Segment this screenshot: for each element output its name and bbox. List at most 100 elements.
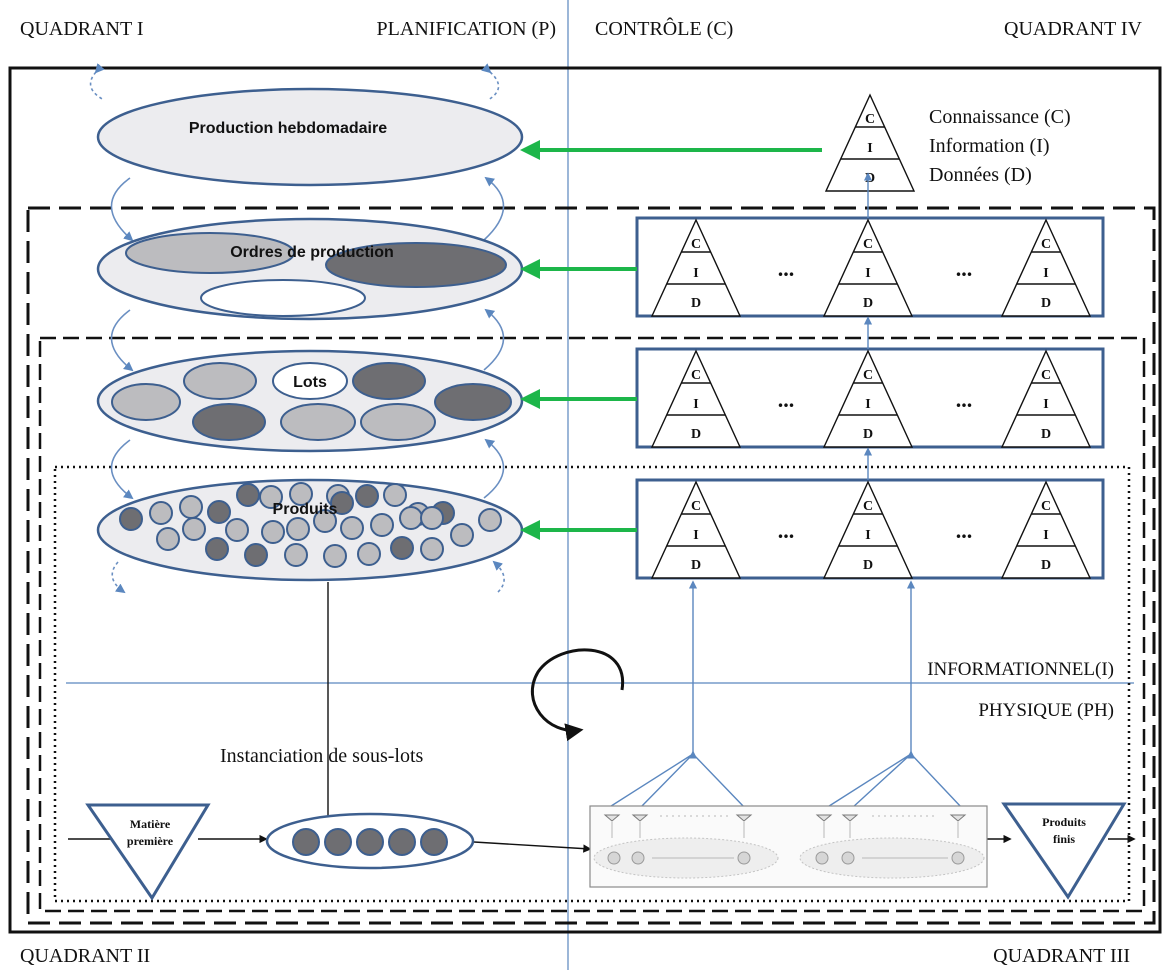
pyramid-letter: D xyxy=(691,427,701,442)
product-dot xyxy=(355,484,379,508)
cid-pyramid: CID xyxy=(651,350,741,448)
pyramid-letter: I xyxy=(1043,266,1048,281)
sub-lot-product xyxy=(324,828,352,856)
pyramid-letter: I xyxy=(1043,528,1048,543)
green-arrows xyxy=(520,140,822,540)
pyramid-letter: I xyxy=(865,397,870,412)
controle-label: CONTRÔLE (C) xyxy=(595,16,733,40)
pyramid-letter: C xyxy=(863,368,873,383)
product-dot xyxy=(383,483,407,507)
product-dot xyxy=(420,506,444,530)
product-dot xyxy=(390,536,414,560)
cid-pyramid: CID xyxy=(651,219,741,317)
product-dot xyxy=(289,482,313,506)
ellipsis: ... xyxy=(778,387,795,412)
sub-lot-product xyxy=(356,828,384,856)
aggregation-arrows xyxy=(607,172,963,809)
informationnel-label: INFORMATIONNEL(I) xyxy=(927,659,1114,680)
order-item xyxy=(325,242,507,288)
order-item xyxy=(125,232,295,274)
finished-products-label: Produits xyxy=(1042,815,1086,829)
product-dot xyxy=(357,542,381,566)
ellipsis: ... xyxy=(956,256,973,281)
product-dot xyxy=(182,517,206,541)
lot-item xyxy=(183,362,257,400)
finished-products-triangle xyxy=(1001,802,1127,900)
products-frame xyxy=(53,465,1131,903)
product-dot xyxy=(149,501,173,525)
lots-frame xyxy=(38,336,1146,913)
cid-pyramid: CID xyxy=(1001,350,1091,448)
pyramid-letter: D xyxy=(863,296,873,311)
pyramid-letter: D xyxy=(865,171,875,186)
pyramid-letter: D xyxy=(1041,296,1051,311)
cid-pyramid: CID xyxy=(823,481,913,579)
outer-frame xyxy=(8,66,1162,934)
order-item xyxy=(200,279,366,317)
production-line-image xyxy=(589,805,988,888)
products-label: Produits xyxy=(273,501,338,518)
pyramid-letter: D xyxy=(691,296,701,311)
pyramid-letter: I xyxy=(865,528,870,543)
pyramid-letter: C xyxy=(691,237,701,252)
product-dot xyxy=(244,543,268,567)
pyramid-letter: C xyxy=(1041,237,1051,252)
legend-information: Information (I) xyxy=(929,135,1050,157)
lot-item xyxy=(111,383,181,421)
product-dot xyxy=(450,523,474,547)
sub-lot-product xyxy=(388,828,416,856)
product-dot xyxy=(399,506,423,530)
product-dot xyxy=(156,527,180,551)
product-dot xyxy=(225,518,249,542)
ellipsis: ... xyxy=(778,256,795,281)
lot-items xyxy=(111,362,512,441)
pyramid-letter: D xyxy=(691,558,701,573)
pyramid-letter: C xyxy=(1041,499,1051,514)
cid-pyramid: CID xyxy=(823,350,913,448)
lot-item xyxy=(360,403,436,441)
product-dot xyxy=(236,483,260,507)
quadrant-iii-label: QUADRANT III xyxy=(993,945,1130,967)
ellipses: ... ... ... ... ... ... xyxy=(778,256,973,543)
product-dot xyxy=(205,537,229,561)
product-dot xyxy=(179,495,203,519)
raw-material-triangle xyxy=(85,803,211,901)
lot-item xyxy=(280,403,356,441)
sub-lot-products xyxy=(292,828,448,856)
level-links xyxy=(89,63,505,594)
instantiation-label: Instanciation de sous-lots xyxy=(220,745,424,767)
cid-pyramid: CID xyxy=(823,219,913,317)
product-dot xyxy=(323,544,347,568)
product-dot xyxy=(261,520,285,544)
product-dots xyxy=(119,482,502,568)
sub-lot-product xyxy=(292,828,320,856)
quadrant-ii-label: QUADRANT II xyxy=(20,945,150,967)
pyramid-letter: C xyxy=(691,499,701,514)
pyramid-letter: I xyxy=(693,397,698,412)
pyramid-letter: I xyxy=(1043,397,1048,412)
pyramid-letter: C xyxy=(1041,368,1051,383)
cid-pyramid: CID xyxy=(1001,219,1091,317)
cid-pyramid: CID xyxy=(651,481,741,579)
pyramid-letter: D xyxy=(863,558,873,573)
lot-item xyxy=(352,362,426,400)
lots-label: Lots xyxy=(293,374,327,391)
pyramid-letter: C xyxy=(863,499,873,514)
product-dot xyxy=(313,509,337,533)
physique-label: PHYSIQUE (PH) xyxy=(978,700,1114,721)
finished-products-label: finis xyxy=(1053,832,1075,846)
loop-arrow xyxy=(530,648,625,742)
pyramid-letter: I xyxy=(693,528,698,543)
product-dot xyxy=(340,516,364,540)
product-dot xyxy=(286,517,310,541)
planification-label: PLANIFICATION (P) xyxy=(377,18,556,40)
pyramid-letter: D xyxy=(1041,558,1051,573)
weekly-production-label: Production hebdomadaire xyxy=(189,120,387,137)
legend-connaissance: Connaissance (C) xyxy=(929,106,1071,128)
pyramid-letter: D xyxy=(1041,427,1051,442)
orders-label: Ordres de production xyxy=(230,244,394,261)
cid-pyramid: CID xyxy=(1001,481,1091,579)
sub-lot-product xyxy=(420,828,448,856)
ellipsis: ... xyxy=(956,518,973,543)
